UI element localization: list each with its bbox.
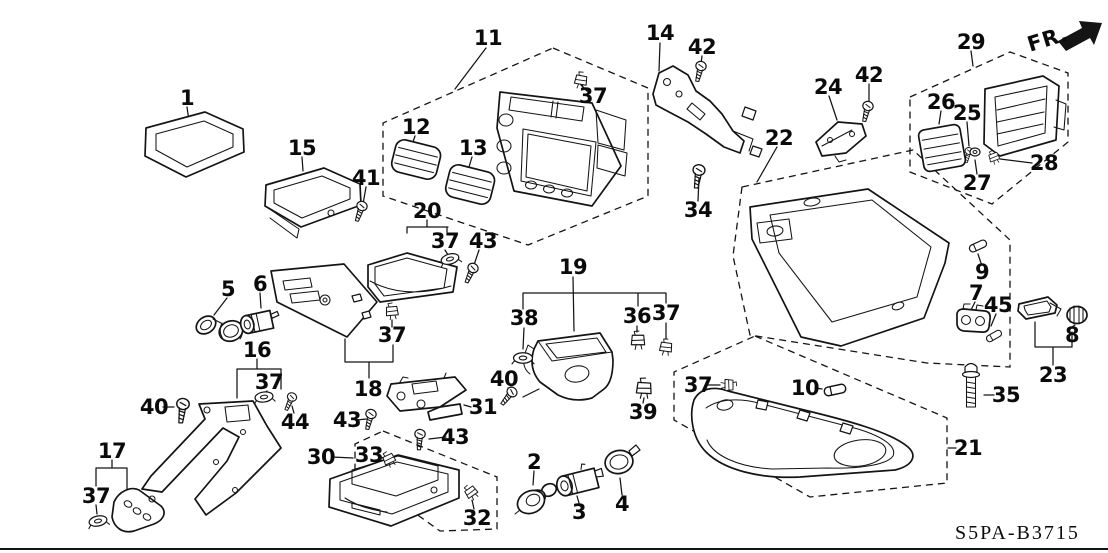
callout-part-16-15: 16 xyxy=(242,338,272,362)
part-11-center-panel xyxy=(496,91,628,207)
callout-part-40-45: 40 xyxy=(139,395,169,419)
callout-part-19-18: 19 xyxy=(558,255,588,279)
callout-part-8-7: 8 xyxy=(1064,323,1080,347)
callout-part-28-27: 28 xyxy=(1029,151,1059,175)
callout-part-34-33: 34 xyxy=(683,198,713,222)
callout-part-10-9: 10 xyxy=(790,376,820,400)
callout-part-37-42: 37 xyxy=(683,373,713,397)
part-24-plate xyxy=(815,121,867,163)
part-31-plate xyxy=(386,372,467,421)
part-5-socket xyxy=(195,315,244,343)
part-30-ashtray xyxy=(328,454,460,527)
callout-part-42-49: 42 xyxy=(854,63,884,87)
callout-part-11-10: 11 xyxy=(473,26,503,50)
part-15-pocket xyxy=(264,167,362,239)
part-8-knob xyxy=(1066,305,1088,325)
part-4-ring xyxy=(604,444,641,475)
part-27-collar xyxy=(969,147,981,157)
callout-part-38-43: 38 xyxy=(509,306,539,330)
callout-part-43-51: 43 xyxy=(332,408,362,432)
part-14-bracket xyxy=(652,65,763,158)
callout-part-35-34: 35 xyxy=(991,383,1021,407)
callout-part-33-32: 33 xyxy=(354,443,384,467)
callout-part-22-21: 22 xyxy=(764,126,794,150)
part-29-vent-housing xyxy=(983,75,1067,157)
callout-part-37-40: 37 xyxy=(254,370,284,394)
part-16-column-garnish xyxy=(141,400,282,516)
callout-part-29-28: 29 xyxy=(956,30,986,54)
callout-part-37-39: 37 xyxy=(377,323,407,347)
callout-part-1-0: 1 xyxy=(179,86,195,110)
footer-rule xyxy=(0,548,1108,551)
diagram-part-code: S5PA-B3715 xyxy=(955,522,1080,544)
callout-part-37-37: 37 xyxy=(430,229,460,253)
callout-part-26-25: 26 xyxy=(926,90,956,114)
callout-part-24-23: 24 xyxy=(813,75,843,99)
part-23-striker xyxy=(1017,296,1062,320)
callout-part-5-4: 5 xyxy=(220,277,236,301)
callout-part-32-31: 32 xyxy=(462,506,492,530)
part-35-bolt xyxy=(961,362,981,408)
callout-part-4-3: 4 xyxy=(614,492,630,516)
callout-part-43-50: 43 xyxy=(468,229,498,253)
callout-part-17-16: 17 xyxy=(97,439,127,463)
callout-part-21-20: 21 xyxy=(953,436,983,460)
callout-part-36-35: 36 xyxy=(622,304,652,328)
callout-part-14-13: 14 xyxy=(645,21,675,45)
callout-part-23-22: 23 xyxy=(1038,363,1068,387)
callout-part-7-6: 7 xyxy=(968,281,984,305)
part-12-vent xyxy=(390,139,442,181)
callout-part-6-5: 6 xyxy=(252,272,268,296)
part-6-bulb-socket xyxy=(239,309,280,335)
part-7-latch xyxy=(956,303,991,333)
leader-lines xyxy=(95,42,1076,515)
callout-part-13-12: 13 xyxy=(458,136,488,160)
callout-part-30-29: 30 xyxy=(306,445,336,469)
callout-part-45-54: 45 xyxy=(983,293,1013,317)
part-13-vent xyxy=(444,164,496,206)
callout-part-12-11: 12 xyxy=(401,115,431,139)
callout-part-9-8: 9 xyxy=(974,260,990,284)
callout-part-15-14: 15 xyxy=(287,136,317,160)
callout-part-31-30: 31 xyxy=(468,395,498,419)
callout-part-3-2: 3 xyxy=(571,500,587,524)
part-3-lighter-plug xyxy=(555,463,604,497)
part-19-console-pocket xyxy=(523,332,614,401)
callout-part-37-36: 37 xyxy=(578,84,608,108)
callout-part-39-44: 39 xyxy=(628,400,658,424)
callout-part-18-17: 18 xyxy=(353,377,383,401)
callout-part-20-19: 20 xyxy=(412,199,442,223)
callout-part-37-38: 37 xyxy=(651,301,681,325)
callout-part-43-52: 43 xyxy=(440,425,470,449)
part-26-vent xyxy=(917,123,967,173)
part-18-panel xyxy=(270,263,378,338)
part-2-socket-rings xyxy=(514,482,558,515)
callout-part-41-47: 41 xyxy=(351,166,381,190)
callout-part-27-26: 27 xyxy=(962,171,992,195)
part-17-garnish-strip xyxy=(111,487,165,533)
callout-part-2-1: 2 xyxy=(526,450,542,474)
part-1-pocket xyxy=(144,111,245,178)
callout-part-42-48: 42 xyxy=(687,35,717,59)
callout-part-40-46: 40 xyxy=(489,367,519,391)
callout-part-25-24: 25 xyxy=(952,101,982,125)
callout-part-37-41: 37 xyxy=(81,484,111,508)
part-22-glove-box xyxy=(749,188,950,347)
part-20-tray xyxy=(367,252,458,303)
callout-part-44-53: 44 xyxy=(280,410,310,434)
part-21-console-garnish xyxy=(690,387,914,479)
